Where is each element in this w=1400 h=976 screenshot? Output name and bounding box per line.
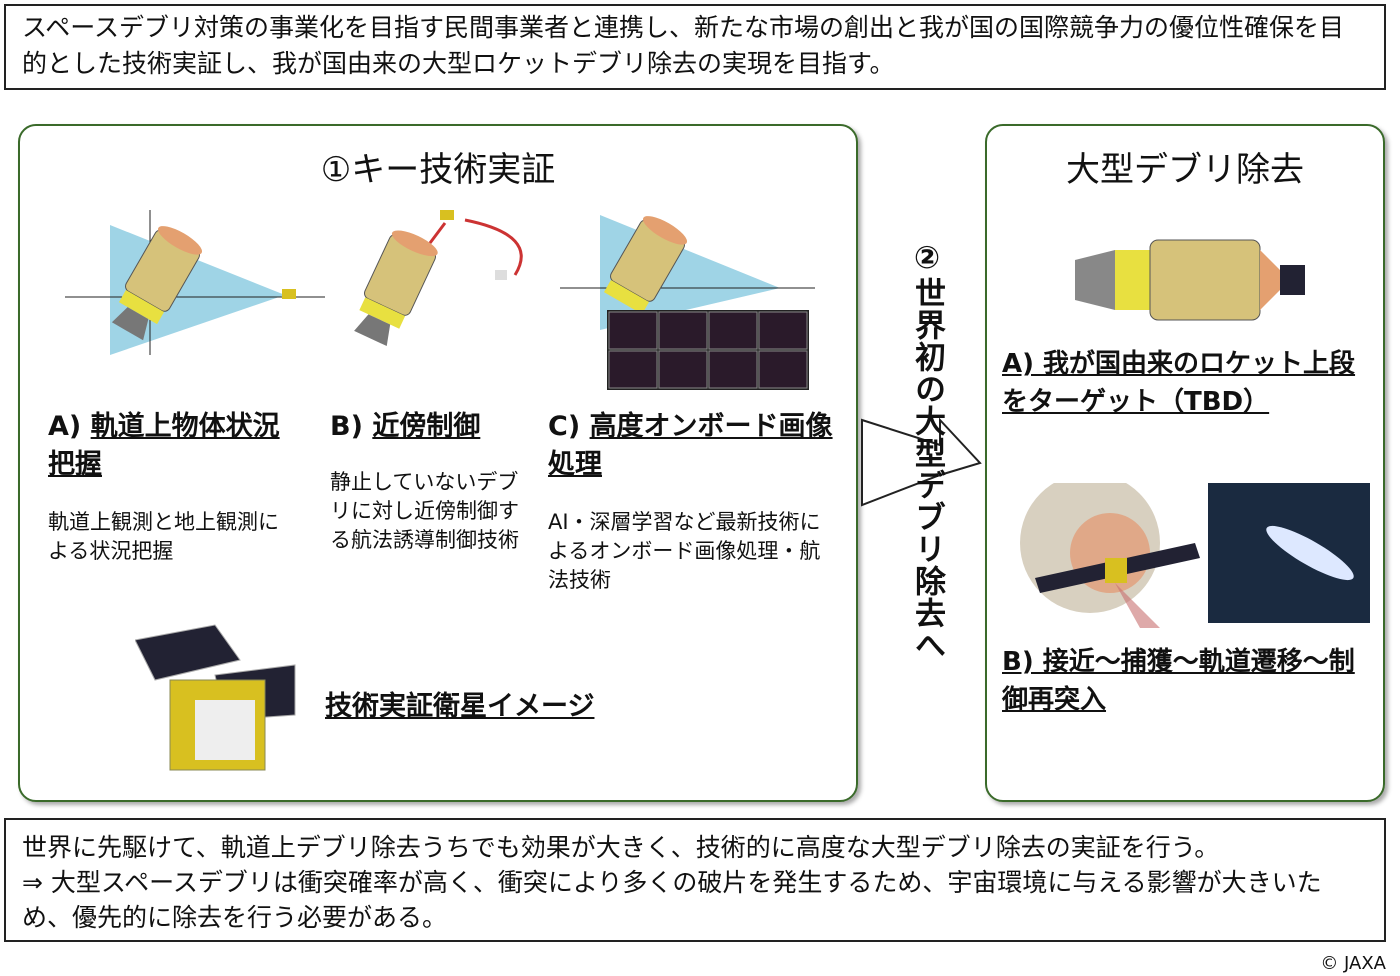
item-c-desc: AI・深層学習など最新技術によるオンボード画像処理・航法技術 xyxy=(548,510,821,592)
key-tech-panel xyxy=(18,124,858,802)
bottom-line-1: 世界に先駆けて、軌道上デブリ除去うちでも効果が大きく、技術的に高度な大型デブリ除… xyxy=(22,833,1220,862)
rocket-stage-image xyxy=(1075,239,1305,321)
item-b-heading: B) 近傍制御 xyxy=(330,411,481,442)
world-first-label: ②世界初の大型デブリ除去へ xyxy=(909,240,945,661)
item-b-desc: 静止していないデブリに対し近傍制御する航法誘導制御技術 xyxy=(330,470,519,552)
image-processing-illustration xyxy=(560,215,815,390)
capture-image xyxy=(1020,483,1370,628)
satellite-caption: 技術実証衛星イメージ xyxy=(325,691,595,722)
capture-heading: B) 接近～捕獲～軌道遷移～制御再突入 xyxy=(1002,647,1355,715)
large-debris-panel xyxy=(985,124,1385,802)
item-a-desc: 軌道上観測と地上観測による状況把握 xyxy=(48,510,279,563)
key-tech-title: ①キー技術実証 xyxy=(320,150,556,190)
bottom-line-2: ⇒ 大型スペースデブリは衝突確率が高く、衝突により多くの破片を発生するため、宇宙… xyxy=(22,868,1322,932)
top-summary: スペースデブリ対策の事業化を目指す民間事業者と連携し、新たな市場の創出と我が国の… xyxy=(4,4,1386,90)
large-debris-title: 大型デブリ除去 xyxy=(1066,150,1304,190)
arrow-shape xyxy=(861,417,982,507)
top-summary-text: スペースデブリ対策の事業化を目指す民間事業者と連携し、新たな市場の創出と我が国の… xyxy=(22,13,1345,78)
target-heading: A) 我が国由来のロケット上段をターゲット（TBD） xyxy=(1002,349,1356,417)
item-c-heading: C) 高度オンボード画像処理 xyxy=(548,411,833,480)
copyright: © JAXA xyxy=(1320,953,1386,974)
item-a-heading: A) 軌道上物体状況把握 xyxy=(48,411,280,480)
tracking-illustration xyxy=(65,210,325,355)
bottom-summary: 世界に先駆けて、軌道上デブリ除去うちでも効果が大きく、技術的に高度な大型デブリ除… xyxy=(4,818,1386,942)
demo-satellite-image xyxy=(135,624,296,771)
proximity-illustration xyxy=(354,210,523,347)
